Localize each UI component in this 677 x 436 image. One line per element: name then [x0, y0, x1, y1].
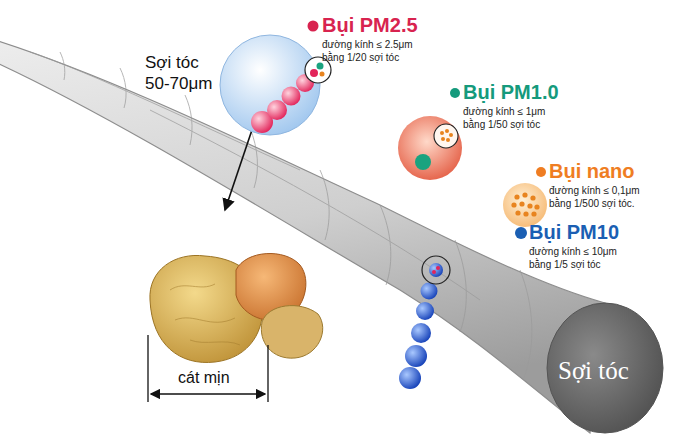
particle-note: đường kính ≤ 10μm bằng 1/5 sợi tóc: [529, 245, 641, 271]
dimension-label: cát mịn: [178, 368, 230, 388]
particle-title: Bụi nano: [549, 159, 635, 184]
particle-note: đường kính ≤ 0,1μm bằng 1/500 sợi tóc.: [549, 184, 661, 210]
particle-title: Bụi PM10: [529, 220, 619, 245]
particle-title: Bụi PM2.5: [322, 13, 418, 38]
particle-note: đường kính ≤ 2.5μm bằng 1/20 sợi tóc: [322, 38, 427, 64]
dimension-label: Sợi tóc 50-70μm: [145, 52, 225, 94]
particle-title: Bụi PM1.0: [463, 80, 559, 105]
part-name: Sợi tóc: [558, 355, 629, 386]
particle-note: đường kính ≤ 1μm bằng 1/50 sợi tóc: [463, 105, 568, 131]
